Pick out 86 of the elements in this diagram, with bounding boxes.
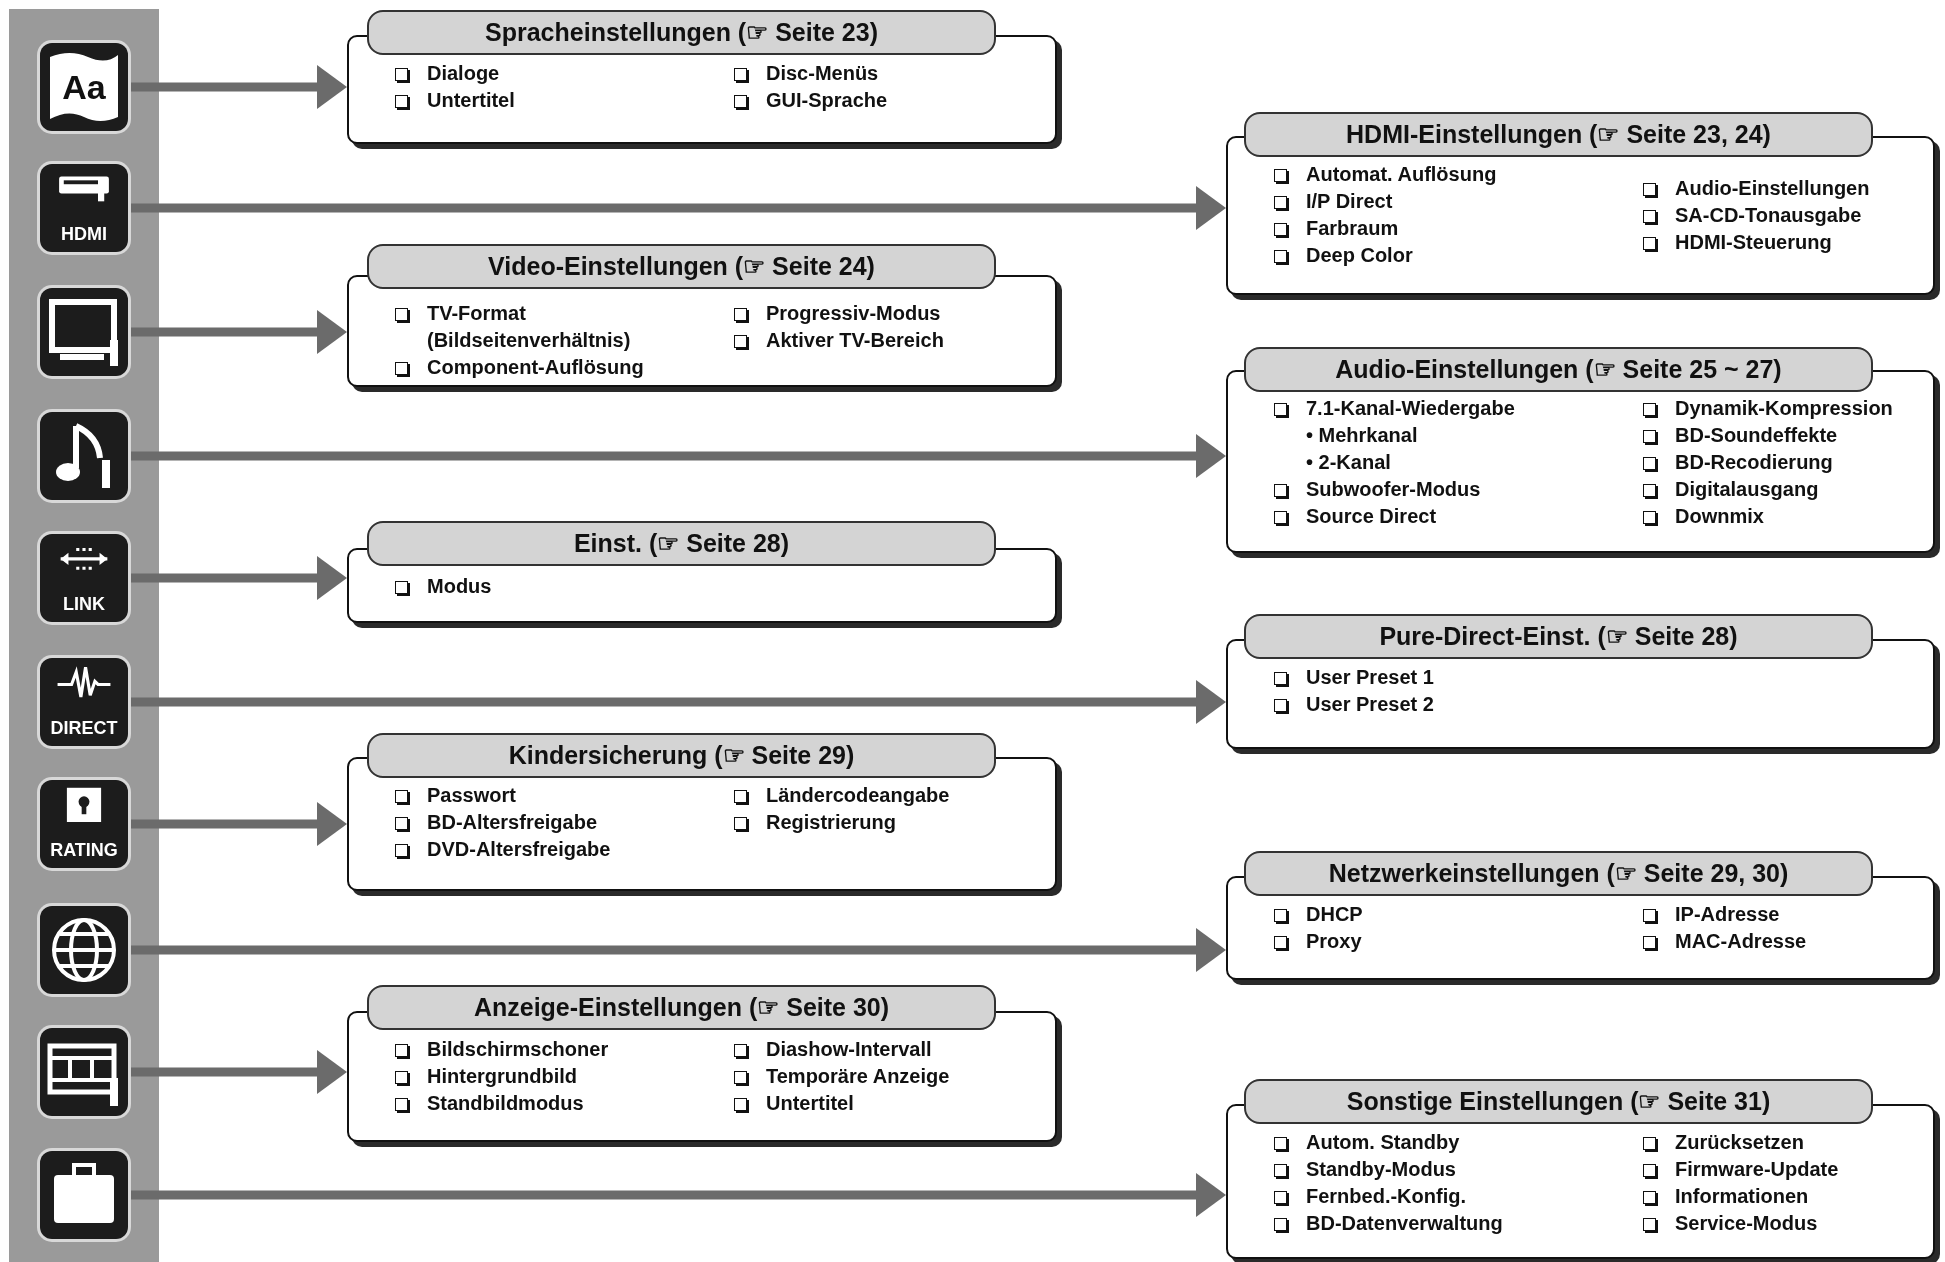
menu-item: HDMI-Steuerung [1641,229,1915,256]
menu-item: Passwort [393,782,722,809]
icon-label: DIRECT [49,718,119,738]
arrow [131,186,1226,230]
menu-item: GUI-Sprache [732,87,1037,114]
menu-item: IP-Adresse [1641,901,1915,928]
menu-item: Dialoge [393,60,722,87]
arrow [131,928,1226,972]
arrow [131,434,1226,478]
music-note-icon [40,412,128,500]
menu-item: Informationen [1641,1183,1915,1210]
section-heading: Sonstige Einstellungen (☞ Seite 31) [1244,1079,1873,1124]
menu-item: Audio-Einstellungen [1641,175,1915,202]
menu-item: Component-Auflösung [393,354,722,381]
section-heading: Einst. (☞ Seite 28) [367,521,996,566]
menu-item: Disc-Menüs [732,60,1037,87]
menu-item: Aktiver TV-Bereich [732,327,1037,354]
connector-icon [40,164,128,252]
menu-item: Fernbed.-Konfig. [1272,1183,1631,1210]
arrow [131,310,347,354]
menu-item: I/P Direct [1272,188,1631,215]
arrow [131,1173,1226,1217]
menu-item: Autom. Standby [1272,1129,1631,1156]
menu-item: Standbildmodus [393,1090,722,1117]
monitor-icon [40,288,128,376]
menu-item: BD-Soundeffekte [1641,422,1915,449]
menu-item: Temporäre Anzeige [732,1063,1037,1090]
globe-icon [40,906,128,994]
menu-item: Firmware-Update [1641,1156,1915,1183]
menu-item: Bildschirmschoner [393,1036,722,1063]
menu-item: Ländercodeangabe [732,782,1037,809]
menu-item: Standby-Modus [1272,1156,1631,1183]
section-heading: Audio-Einstellungen (☞ Seite 25 ~ 27) [1244,347,1873,392]
section-heading: Video-Einstellungen (☞ Seite 24) [367,244,996,289]
menu-item: • 2-Kanal [1305,450,1392,475]
menu-item: Source Direct [1272,503,1631,530]
menu-item: Registrierung [732,809,1037,836]
menu-item: BD-Datenverwaltung [1272,1210,1631,1237]
menu-item: Dynamik-Kompression [1641,395,1915,422]
film-icon [40,1028,128,1116]
menu-item: Service-Modus [1641,1210,1915,1237]
icon-label: LINK [62,594,106,614]
menu-item: DHCP [1272,901,1631,928]
menu-item: SA-CD-Tonausgabe [1641,202,1915,229]
icon-label: RATING [49,840,119,860]
menu-item: Zurücksetzen [1641,1129,1915,1156]
section-heading: Spracheinstellungen (☞ Seite 23) [367,10,996,55]
menu-item: Deep Color [1272,242,1631,269]
link-icon [40,534,128,622]
menu-item: User Preset 1 [1272,664,1631,691]
menu-item: Automat. Auflösung [1272,161,1631,188]
menu-item: BD-Altersfreigabe [393,809,722,836]
menu-item: Progressiv-Modus [732,300,1037,327]
menu-item: Proxy [1272,928,1631,955]
menu-item: Digitalausgang [1641,476,1915,503]
menu-item: TV-Format (Bildseitenverhältnis) [393,300,722,354]
menu-item: User Preset 2 [1272,691,1631,718]
section-heading: HDMI-Einstellungen (☞ Seite 23, 24) [1244,112,1873,157]
section-heading: Pure-Direct-Einst. (☞ Seite 28) [1244,614,1873,659]
section-heading: Anzeige-Einstellungen (☞ Seite 30) [367,985,996,1030]
arrow [131,680,1226,724]
menu-item: Untertitel [393,87,722,114]
menu-item: Hintergrundbild [393,1063,722,1090]
menu-item: Subwoofer-Modus [1272,476,1631,503]
menu-item: 7.1-Kanal-Wiedergabe [1272,395,1631,422]
section-heading: Kindersicherung (☞ Seite 29) [367,733,996,778]
lock-icon [40,780,128,868]
menu-item: • Mehrkanal [1305,423,1419,448]
icon-label: HDMI [60,224,108,244]
arrow [131,556,347,600]
menu-item: Modus [393,573,722,600]
arrow [131,802,347,846]
menu-item: Farbraum [1272,215,1631,242]
menu-item: BD-Recodierung [1641,449,1915,476]
section-heading: Netzwerkeinstellungen (☞ Seite 29, 30) [1244,851,1873,896]
menu-item: Untertitel [732,1090,1037,1117]
text-icon [40,43,128,131]
arrow [131,65,347,109]
briefcase-icon [40,1151,128,1239]
icon-label: Aa [61,67,107,107]
menu-item: MAC-Adresse [1641,928,1915,955]
menu-item: Diashow-Intervall [732,1036,1037,1063]
arrow [131,1050,347,1094]
menu-item: Downmix [1641,503,1915,530]
menu-item: DVD-Altersfreigabe [393,836,722,863]
waveform-icon [40,658,128,746]
